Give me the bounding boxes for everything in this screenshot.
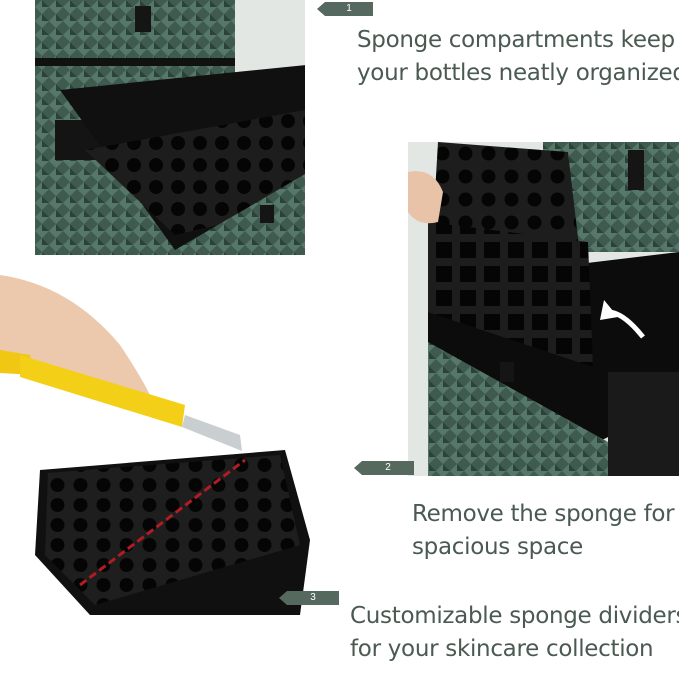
caption-1-line-1: Sponge compartments keep: [357, 27, 675, 53]
caption-step-2: Remove the sponge for spacious space: [412, 498, 675, 564]
photo-cut-sponge: [0, 255, 320, 687]
step-tag-3: 3: [279, 591, 339, 605]
caption-step-3: Customizable sponge dividers for your sk…: [350, 600, 679, 666]
step-number-2: 2: [385, 462, 391, 473]
step-tag-1: 1: [317, 2, 373, 16]
caption-2-line-2: spacious space: [412, 534, 583, 560]
step-number-3: 3: [310, 592, 316, 603]
photo-remove-sponge: [408, 142, 679, 476]
caption-step-1: Sponge compartments keep your bottles ne…: [357, 24, 679, 90]
cut-sponge-illustration: [0, 275, 310, 615]
caption-1-line-2: your bottles neatly organized: [357, 60, 679, 86]
caption-3-line-1: Customizable sponge dividers: [350, 603, 679, 629]
step-number-1: 1: [346, 3, 352, 14]
caption-2-line-1: Remove the sponge for: [412, 501, 675, 527]
step-tag-2: 2: [354, 461, 414, 475]
caption-3-line-2: for your skincare collection: [350, 636, 654, 662]
remove-sponge-illustration: [408, 142, 679, 476]
